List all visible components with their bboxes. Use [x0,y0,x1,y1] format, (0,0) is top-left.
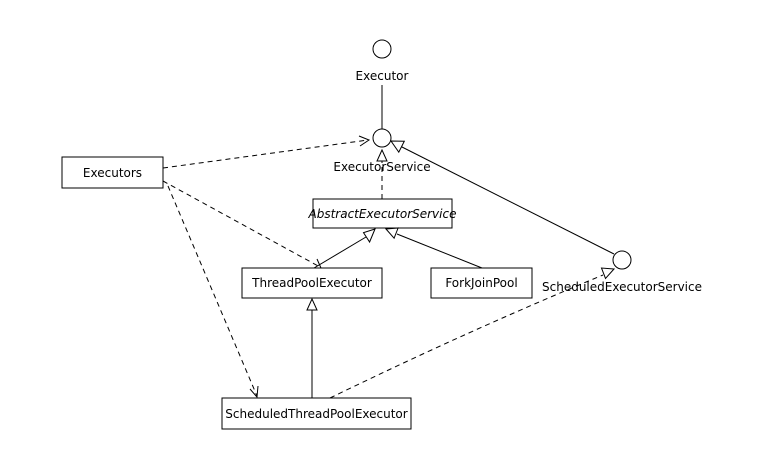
thread-pool-executor-box [241,267,383,299]
generalization-arrowhead [384,227,399,240]
executor-label: Executor [356,69,409,83]
abstract-executor-service-box [312,198,453,229]
scheduled-executor-service-label: ScheduledExecutorService [542,280,702,294]
scheduled-thread-pool-executor-box [221,397,412,430]
realization-arrowhead [600,267,616,280]
edge-forkjoinpool-to-abstractexecutorservice [384,227,483,269]
realization-arrowhead [376,148,388,162]
executor-service-interface-circle [372,128,392,148]
node-scheduled-executor-service: ScheduledExecutorService [542,250,702,294]
edge-executors-to-scheduledthreadpoolexecutor [167,185,259,399]
edge-line [162,180,321,268]
generalization-arrowhead [362,228,376,244]
generalization-arrowhead [390,140,406,154]
executors-box [61,156,164,189]
node-executor: Executor [356,39,409,83]
scheduled-executor-service-interface-circle [612,250,632,270]
node-scheduled-thread-pool-executor: ScheduledThreadPoolExecutor [221,397,412,430]
generalization-arrowhead [306,297,318,311]
scheduled-thread-pool-executor-label: ScheduledThreadPoolExecutor [225,407,407,421]
edge-scheduledthreadpoolexecutor-to-scheduledexecutorservice [329,267,616,399]
executors-label: Executors [83,166,142,180]
node-thread-pool-executor: ThreadPoolExecutor [241,267,383,299]
edge-line [399,145,615,255]
edge-line [329,274,604,399]
dependency-arrowhead [249,385,259,399]
node-fork-join-pool: ForkJoinPool [430,267,533,299]
fork-join-pool-label: ForkJoinPool [445,276,517,290]
edge-line [167,185,258,397]
edge-line [162,139,369,169]
executor-interface-circle [372,39,392,59]
fork-join-pool-box [430,267,533,299]
edge-line [396,233,483,269]
edge-line [313,236,367,269]
edge-executors-to-executorservice [162,135,371,169]
edge-scheduledthreadpoolexecutor-to-threadpoolexecutor [306,297,318,398]
edge-abstractexecutorservice-to-executorservice [376,148,388,199]
edge-scheduledexecutorservice-to-executorservice [390,140,615,255]
edge-executors-to-threadpoolexecutor [162,180,322,269]
abstract-executor-service-label: AbstractExecutorService [308,207,457,221]
dependency-arrowhead [358,135,371,147]
node-abstract-executor-service: AbstractExecutorService [308,198,457,229]
dependency-arrowhead [311,258,322,269]
edge-threadpoolexecutor-to-abstractexecutorservice [313,228,376,269]
thread-pool-executor-label: ThreadPoolExecutor [251,276,372,290]
node-executors: Executors [61,156,164,189]
